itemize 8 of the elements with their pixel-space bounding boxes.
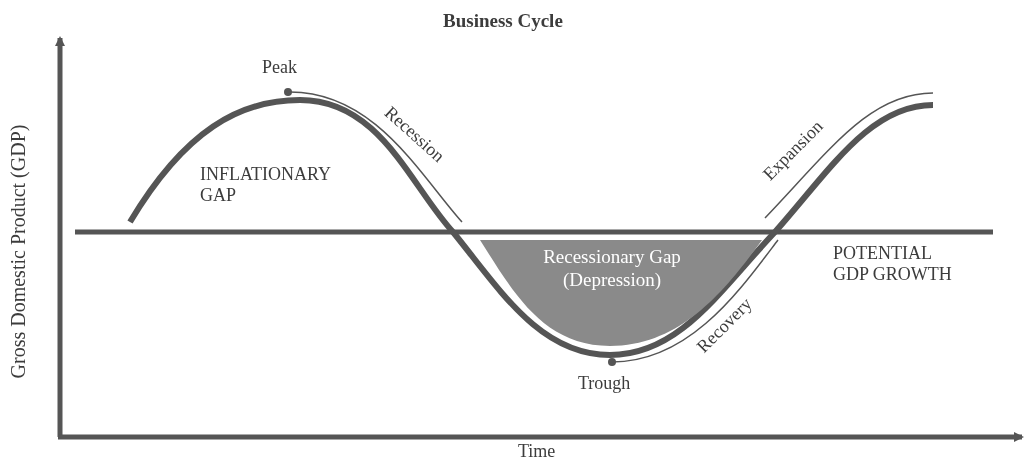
region-label: INFLATIONARY GAP [200, 164, 330, 206]
trough-label: Trough [578, 373, 631, 394]
line-label: POTENTIAL GDP GROWTH [833, 243, 953, 285]
peak-label: Peak [262, 57, 297, 78]
gap-label: Recessionary Gap (Depression) [542, 246, 682, 292]
axis-title: Gross Domestic Product (GDP) [7, 124, 31, 379]
axis-title: Time [518, 441, 556, 462]
chart-title: Business Cycle [443, 10, 563, 32]
